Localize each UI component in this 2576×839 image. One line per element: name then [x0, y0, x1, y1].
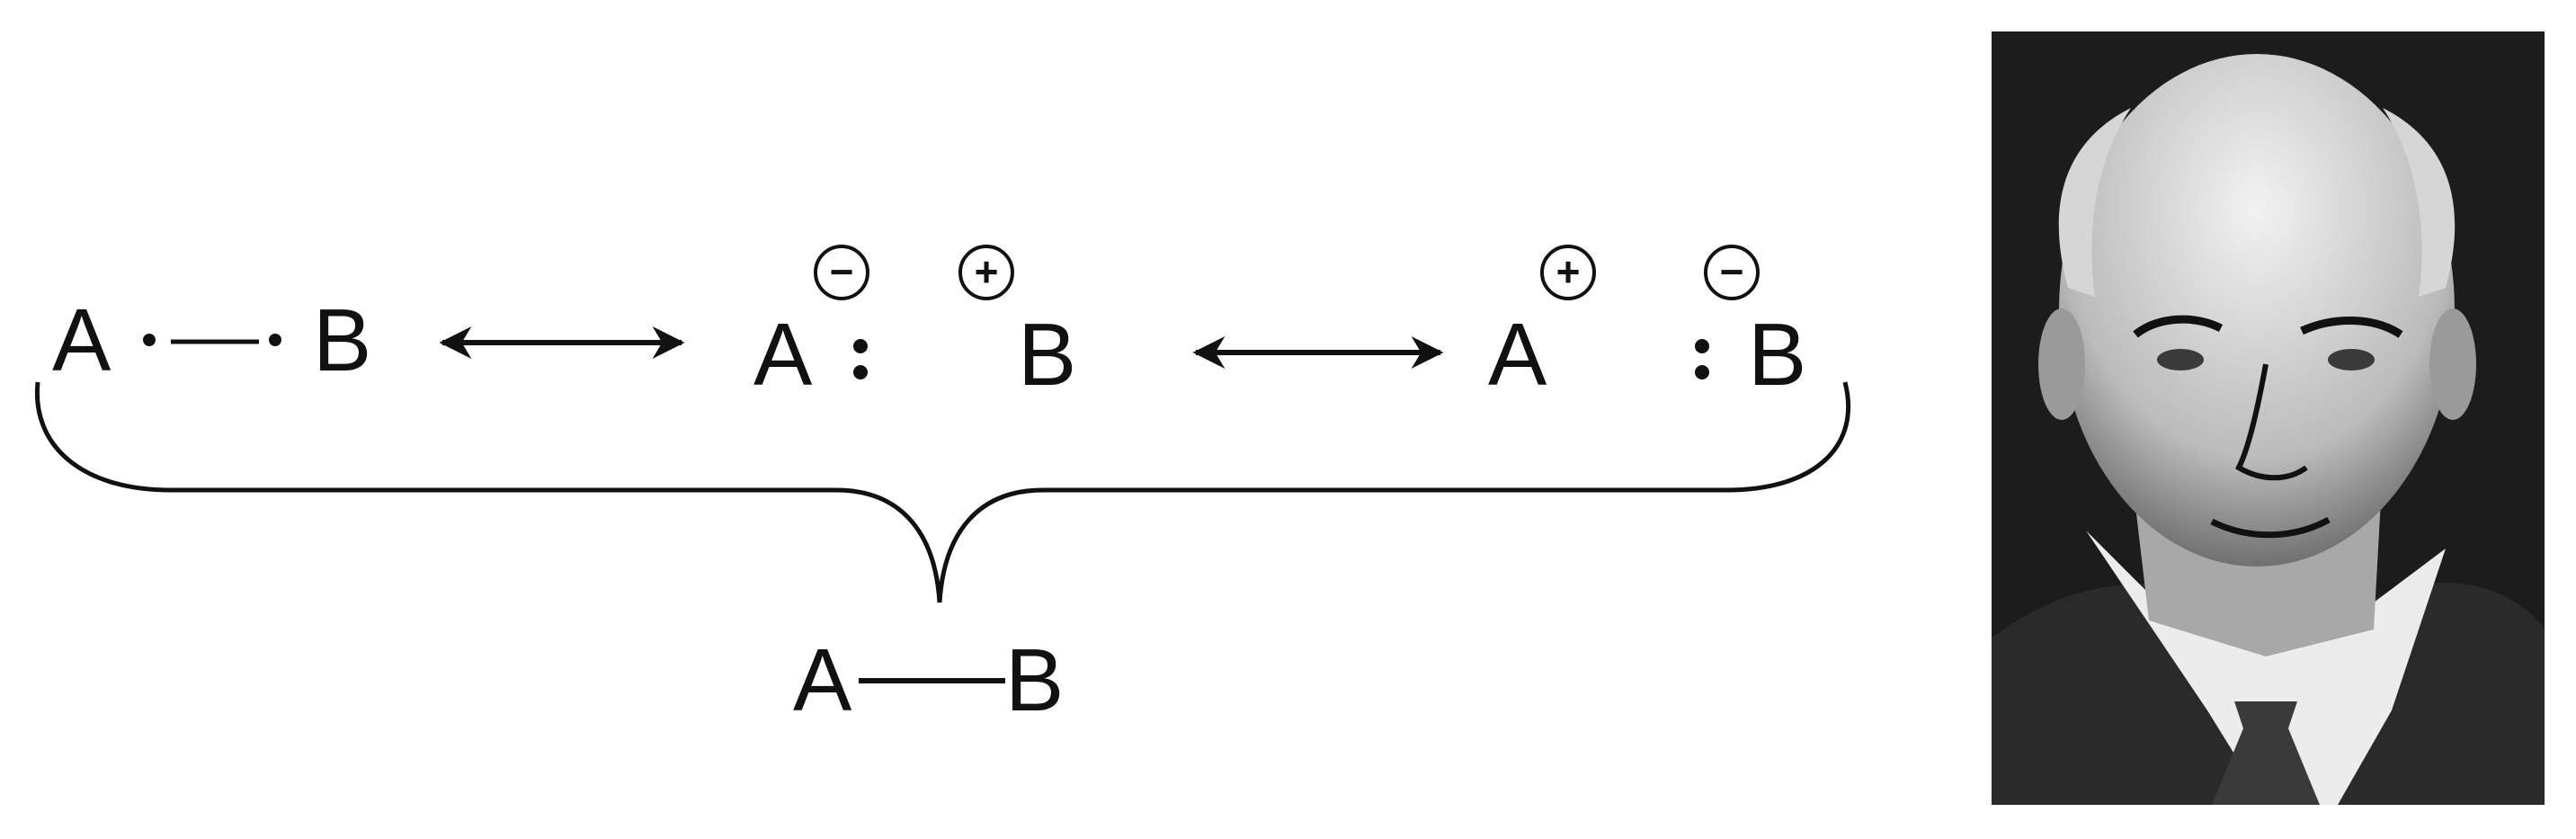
- charge-plus-2: +: [975, 248, 999, 295]
- lone-pair-dot-top-2: [853, 339, 868, 353]
- atom-b-2: B: [1018, 305, 1076, 404]
- resonance-hybrid: A B: [793, 630, 1064, 729]
- radical-dot-left: [143, 334, 156, 346]
- atom-a-3: A: [1488, 305, 1547, 404]
- atom-a-2: A: [753, 305, 813, 404]
- lone-pair-dot-top-3: [1695, 339, 1709, 353]
- atom-b-1: B: [313, 290, 371, 389]
- radical-dot-right: [269, 334, 281, 346]
- charge-plus-3: +: [1556, 248, 1581, 295]
- portrait-eye-right: [2328, 349, 2375, 370]
- portrait-ear-right: [2429, 308, 2476, 420]
- portrait-head: [2059, 54, 2455, 567]
- portrait-ear-left: [2038, 308, 2085, 420]
- resonance-structure-covalent: A B: [52, 290, 371, 389]
- atom-a-hybrid: A: [793, 630, 852, 729]
- grouping-brace: [37, 382, 1848, 602]
- atom-a-1: A: [52, 290, 111, 389]
- charge-minus-2: −: [830, 248, 854, 295]
- resonance-structure-ionic-2: A + − B: [1488, 246, 1806, 404]
- atom-b-3: B: [1748, 305, 1806, 404]
- portrait-photo: [1992, 31, 2545, 805]
- lone-pair-dot-bottom-3: [1695, 365, 1709, 379]
- lone-pair-dot-bottom-2: [853, 365, 868, 379]
- resonance-structure-ionic-1: A − + B: [753, 246, 1076, 404]
- portrait-eye-left: [2157, 349, 2204, 370]
- charge-minus-3: −: [1720, 248, 1744, 295]
- atom-b-hybrid: B: [1005, 630, 1064, 729]
